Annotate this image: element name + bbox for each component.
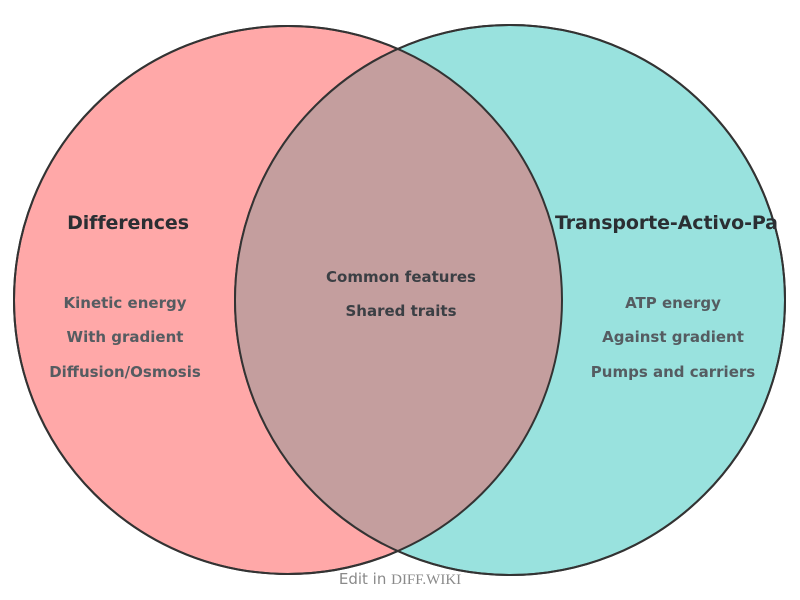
right-set-item[interactable]: Pumps and carriers (590, 363, 756, 381)
right-set-item[interactable]: Against gradient (602, 328, 744, 346)
intersection-item[interactable]: Shared traits (345, 302, 457, 320)
footer-prefix-label: Edit in (338, 570, 392, 588)
edit-in-diffwiki-link[interactable]: Edit in DIFF.WIKI (339, 570, 461, 589)
intersection-region[interactable] (235, 25, 785, 575)
left-set-circle-outline (13, 25, 563, 575)
left-set-item[interactable]: Diffusion/Osmosis (49, 363, 201, 381)
left-set-item[interactable]: Kinetic energy (63, 294, 187, 312)
right-set-item[interactable]: ATP energy (625, 294, 721, 312)
left-set-item[interactable]: With gradient (66, 328, 184, 346)
right-set-circle-outline (234, 24, 786, 576)
left-set-title[interactable]: Differences (67, 212, 189, 234)
right-set-title[interactable]: Transporte-Activo-Pa (555, 212, 778, 234)
intersection-item[interactable]: Common features (326, 268, 476, 286)
footer-brand-label: DIFF.WIKI (391, 572, 462, 588)
